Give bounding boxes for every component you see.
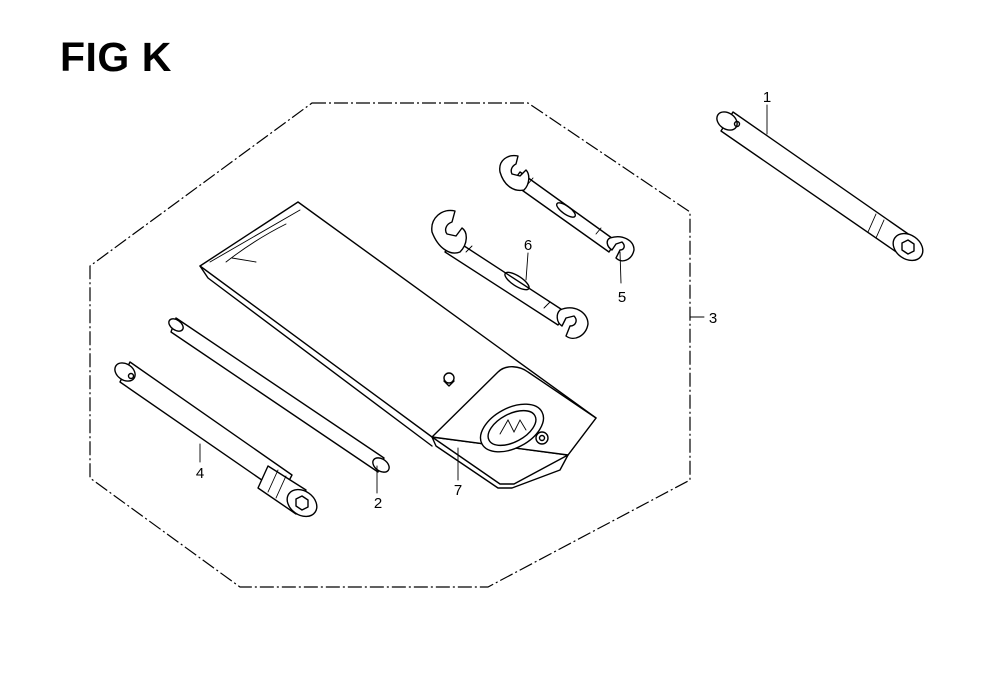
figure-title: FIG K [60, 34, 172, 80]
callout-4: 4 [196, 465, 204, 482]
callout-2: 2 [374, 495, 382, 512]
part-5-open-wrench [499, 154, 635, 262]
part-1-box-wrench [716, 111, 924, 262]
part-6-open-wrench [431, 209, 589, 340]
callout-7: 7 [454, 482, 462, 499]
toolkit-boundary [89, 102, 691, 588]
part-4-plug-wrench [114, 361, 318, 518]
leader-lines [199, 104, 768, 494]
callout-3: 3 [709, 310, 717, 327]
callout-1: 1 [763, 89, 771, 106]
callout-5: 5 [618, 289, 626, 306]
part-7-tool-bag [199, 201, 597, 489]
callout-6: 6 [524, 237, 532, 254]
